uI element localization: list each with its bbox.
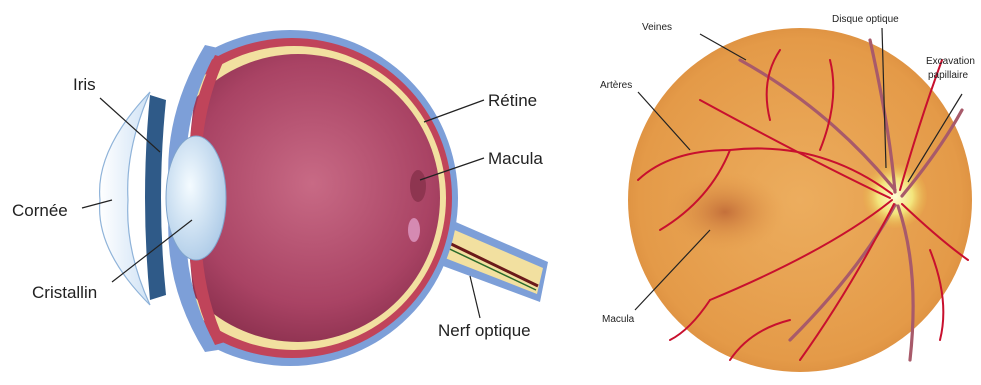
label-excavation-2: papillaire: [928, 70, 968, 81]
label-macula-fundus: Macula: [602, 314, 635, 325]
eye-cross-section-figure: Iris Cornée Cristallin Rétine Macula Ner…: [0, 0, 590, 385]
label-lens: Cristallin: [32, 283, 97, 302]
label-optic-nerve: Nerf optique: [438, 321, 531, 340]
leader-optic-nerve: [470, 276, 480, 318]
label-retina: Rétine: [488, 91, 537, 110]
label-macula: Macula: [488, 149, 543, 168]
lens: [166, 136, 226, 260]
label-iris: Iris: [73, 75, 96, 94]
label-veins: Veines: [642, 22, 672, 33]
fundus-figure: Veines Disque optique Excavation papilla…: [590, 0, 981, 385]
eye-cross-section-diagram: Iris Cornée Cristallin Rétine Macula Ner…: [0, 0, 590, 385]
label-arteries: Artères: [600, 80, 632, 91]
fundus-macula: [665, 172, 785, 252]
label-excavation-1: Excavation: [926, 56, 975, 67]
optic-disc-spot: [408, 218, 420, 242]
label-optic-disc: Disque optique: [832, 14, 899, 25]
macula-spot: [410, 170, 426, 202]
fundus-diagram: Veines Disque optique Excavation papilla…: [590, 0, 981, 385]
label-cornea: Cornée: [12, 201, 68, 220]
